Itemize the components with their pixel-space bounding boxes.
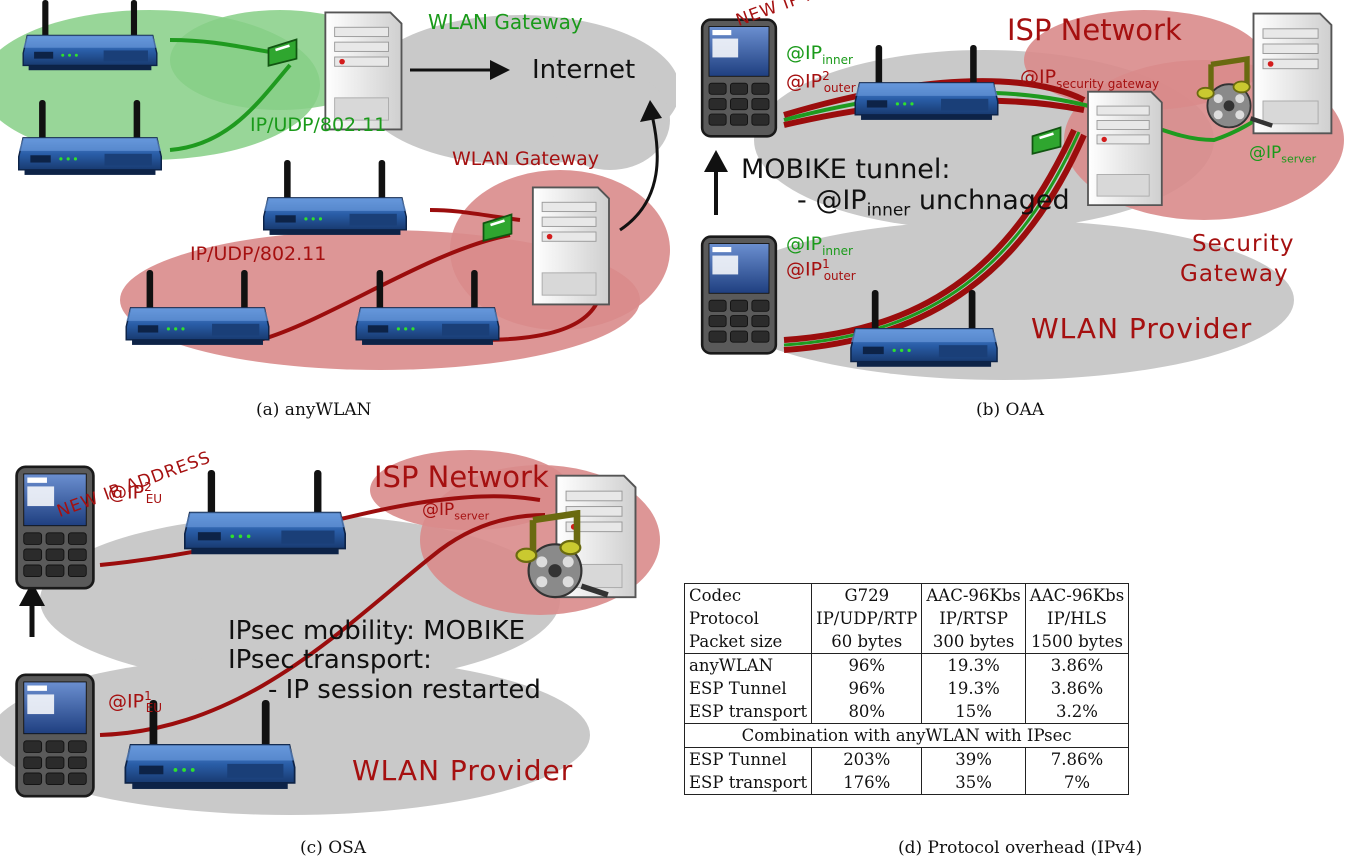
table-cell: 3.86% [1024,677,1130,700]
caption-b: (b) OAA [976,400,1045,420]
isp-network-label: ISP Network [374,460,549,494]
ip-server-label: @IPserver [1249,143,1317,166]
table-cell: Packet size [683,630,813,654]
ip-inner-label: @IPinner [786,42,853,67]
oaa-diagram [700,10,1344,380]
mobike-label: MOBIKE tunnel: [741,154,951,185]
server-icon [1252,12,1333,135]
server-icon [531,186,610,306]
panel-oaa: NEW IP ADDRESS ISP Network @IPinner @IP2… [684,0,1352,395]
security-gateway-label: Security [1192,231,1295,257]
table-cell: ESP transport [683,700,813,724]
table-cell: 1500 bytes [1024,630,1130,654]
table-cell: 15% [921,700,1026,724]
table-cell: IP/HLS [1024,607,1130,630]
table-cell: Protocol [683,607,813,630]
table-cell: 300 bytes [921,630,1026,654]
isp-network-label: ISP Network [1007,13,1182,47]
table-cell: IP/RTSP [921,607,1026,630]
table-cell: 203% [811,747,923,771]
server-icon [324,11,403,131]
table-cell: 176% [811,771,923,795]
table-cell: IP/UDP/RTP [811,607,923,630]
ipsec-session-label: - IP session restarted [268,675,541,705]
ip-inner-label: @IPinner [786,233,853,258]
panel-anywlan: WLAN Gateway Internet IP/UDP/802.11 WLAN… [0,0,676,395]
combination-heading: Combination with anyWLAN with IPsec [683,723,1130,748]
router-icon [183,470,347,556]
security-gateway-label: Gateway [1180,261,1289,287]
table-cell: anyWLAN [683,653,813,677]
table-cell: 3.2% [1024,700,1130,724]
mobike-label: - @IPinner unchnaged [797,185,1070,221]
wlan-gateway-label: WLAN Gateway [452,148,599,170]
table-cell: 7.86% [1024,747,1130,771]
table-row: Combination with anyWLAN with IPsec [683,723,1130,748]
router-icon [262,160,408,236]
osa-diagram [0,450,660,815]
table-cell: ESP Tunnel [683,677,813,700]
phone-icon [14,465,96,590]
table-cell: 96% [811,677,923,700]
protocol-label: IP/UDP/802.11 [190,243,327,265]
table-cell: 3.86% [1024,653,1130,677]
wlan-provider-label: WLAN Provider [1031,312,1253,345]
ip-outer-label: @IP2outer [786,69,856,96]
ip-secgw-label: @IPsecurity gateway [1020,66,1160,91]
internet-label: Internet [532,55,636,85]
caption-c: (c) OSA [300,838,367,858]
protocol-label: IP/UDP/802.11 [250,114,387,136]
panel-osa: NEW IP ADDRESS @IP2EU ISP Network @IPser… [0,440,676,825]
table-cell: 60 bytes [811,630,923,654]
table-cell: ESP Tunnel [683,747,813,771]
server-icon [1087,90,1163,207]
table-cell: AAC-96Kbs [921,583,1026,607]
table-cell: 96% [811,653,923,677]
table-cell: 35% [921,771,1026,795]
ipsec-transport-label: IPsec transport: [228,645,432,675]
ip-eu-label: @IP1EU [108,689,163,716]
table-cell: AAC-96Kbs [1024,583,1130,607]
wlan-gateway-label: WLAN Gateway [428,10,583,34]
ip-outer-label: @IP1outer [786,257,856,284]
router-icon [22,0,158,72]
ip-eu-label: @IP2EU [108,480,163,507]
phone-icon [700,235,778,355]
table-cell: 19.3% [921,677,1026,700]
table-cell: 39% [921,747,1026,771]
ip-server-label: @IPserver [422,500,490,523]
table-cell: G729 [811,583,923,607]
table-cell: 19.3% [921,653,1026,677]
table-cell: 7% [1024,771,1130,795]
phone-icon [14,673,96,798]
caption-d: (d) Protocol overhead (IPv4) [898,838,1143,858]
table-cell: ESP transport [683,771,813,795]
caption-a: (a) anyWLAN [256,400,372,420]
phone-icon [700,18,778,138]
ipsec-mobility-label: IPsec mobility: MOBIKE [228,616,525,646]
table-cell: Codec [683,583,813,607]
table-cell: 80% [811,700,923,724]
anywlan-diagram [0,0,676,370]
wlan-provider-label: WLAN Provider [352,754,574,787]
